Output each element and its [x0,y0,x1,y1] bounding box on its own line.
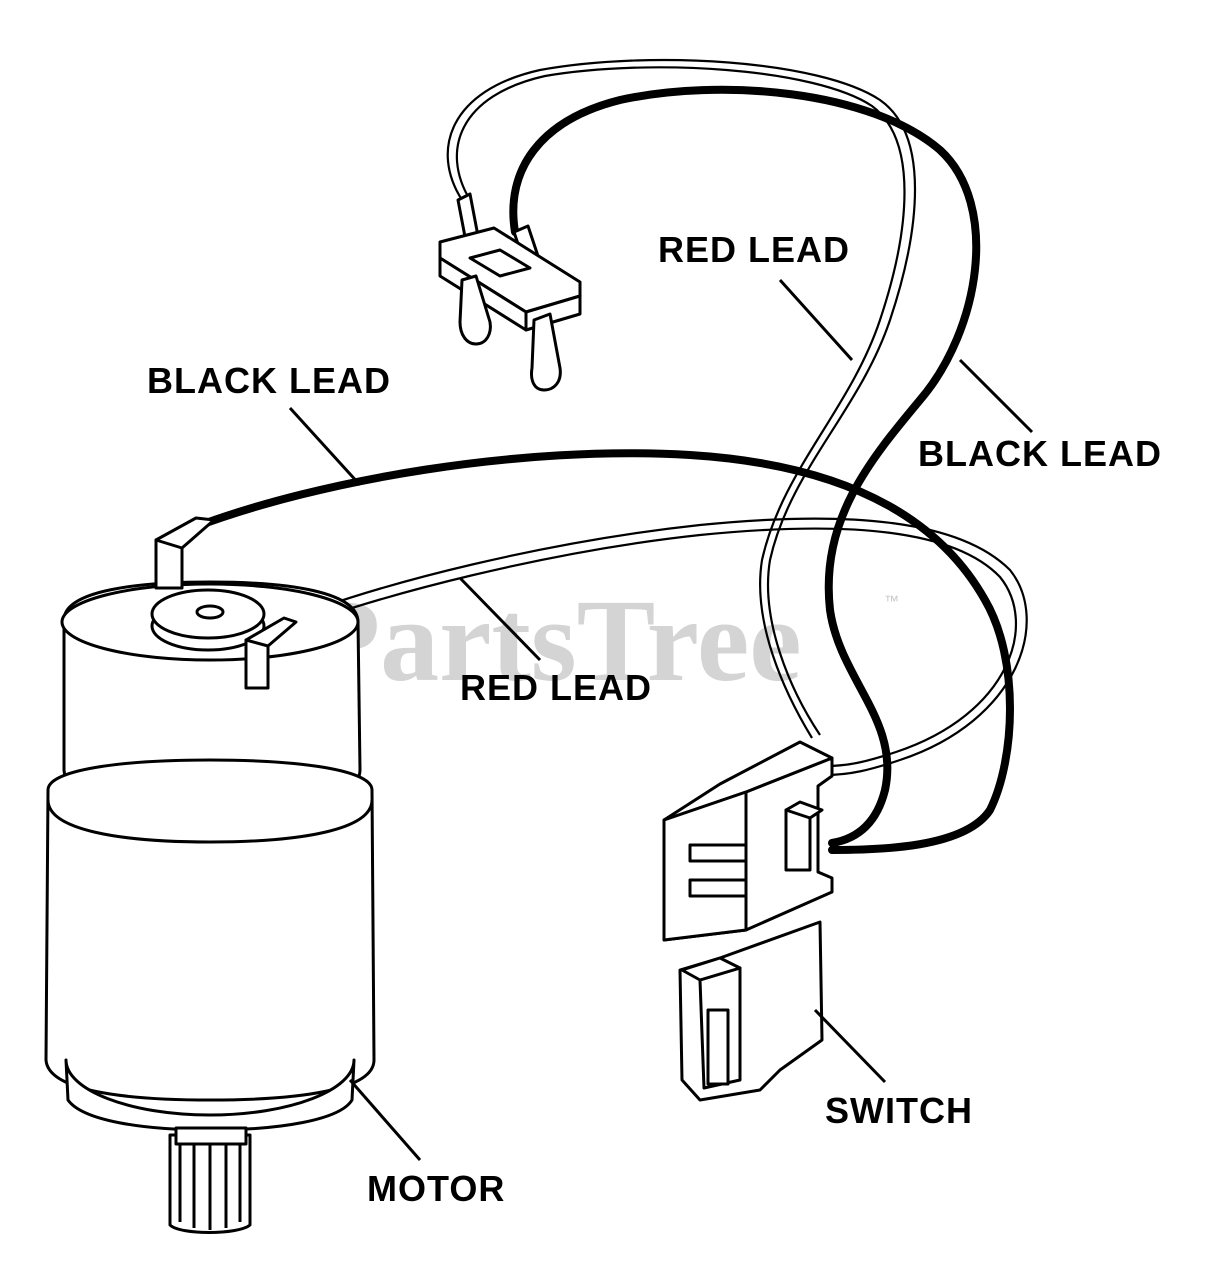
label-black-lead-right: BLACK LEAD [918,433,1162,474]
leader-switch [813,1008,887,1084]
leader-black-lead-right [958,358,1034,434]
switch [662,740,834,1102]
leader-black-lead-left [288,406,362,487]
label-red-lead-mid: RED LEAD [460,667,652,708]
label-black-lead-left: BLACK LEAD [147,360,391,401]
black-lead-plug-wire [509,85,981,847]
leader-red-lead-mid [458,576,542,662]
label-red-lead-top: RED LEAD [658,229,850,270]
plug-connector [438,192,582,392]
red-lead-upper-wire [446,58,917,739]
label-motor: MOTOR [367,1168,505,1209]
label-switch: SWITCH [825,1090,973,1131]
black-lead-motor-wire [191,449,1014,854]
leader-red-lead-top [778,278,854,362]
leader-motor [348,1079,422,1161]
motor [44,516,376,1234]
watermark-trademark: ™ [884,593,899,610]
